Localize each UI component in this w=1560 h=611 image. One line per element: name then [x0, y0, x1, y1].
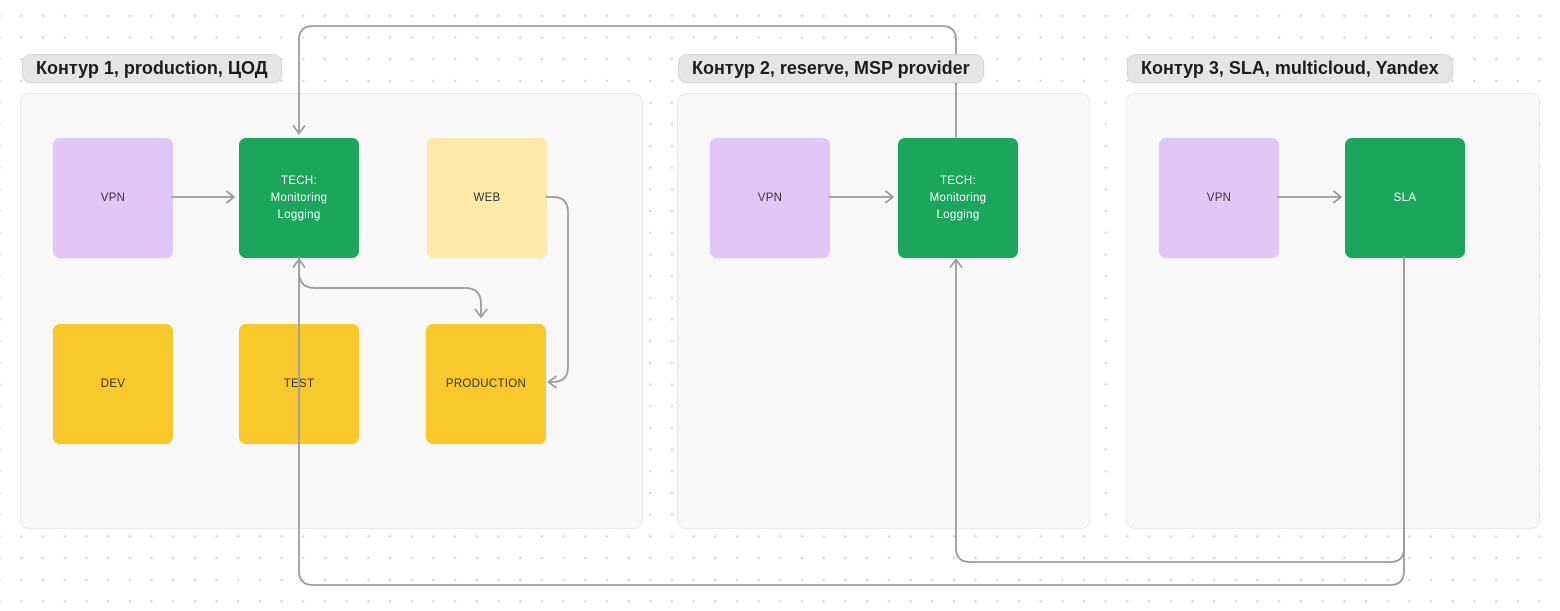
tech-line-1: TECH: — [940, 174, 976, 187]
node-vpn-contour1[interactable]: VPN — [53, 138, 173, 258]
tech-line-1: TECH: — [281, 174, 317, 187]
contour-1-label-pill[interactable]: Контур 1, production, ЦОД — [22, 54, 282, 83]
node-tech-monitoring-logging-contour2[interactable]: TECH: Monitoring Logging — [898, 138, 1018, 258]
node-vpn-contour2-label: VPN — [757, 192, 783, 204]
tech-line-3: Logging — [936, 208, 980, 221]
node-dev[interactable]: DEV — [53, 324, 173, 444]
node-sla[interactable]: SLA — [1345, 138, 1465, 258]
contour-2-label: Контур 2, reserve, MSP provider — [692, 58, 970, 78]
node-dev-label: DEV — [100, 378, 126, 390]
contour-1-panel[interactable]: VPN TECH: Monitoring Logging WEB DEV TES… — [20, 93, 643, 529]
node-vpn-contour3-label: VPN — [1206, 192, 1232, 204]
node-sla-label: SLA — [1393, 192, 1417, 204]
node-vpn-contour1-label: VPN — [100, 192, 126, 204]
tech-line-2: Monitoring — [270, 191, 328, 204]
node-production[interactable]: PRODUCTION — [426, 324, 546, 444]
tech-line-3: Logging — [277, 208, 321, 221]
node-test-label: TEST — [283, 378, 315, 390]
node-web[interactable]: WEB — [427, 138, 547, 258]
contour-3-label: Контур 3, SLA, multicloud, Yandex — [1141, 58, 1439, 78]
tech-line-2: Monitoring — [929, 191, 987, 204]
node-production-label: PRODUCTION — [445, 378, 527, 390]
contour-3-label-pill[interactable]: Контур 3, SLA, multicloud, Yandex — [1127, 54, 1453, 83]
contour-2-panel[interactable]: VPN TECH: Monitoring Logging — [677, 93, 1090, 529]
node-test[interactable]: TEST — [239, 324, 359, 444]
node-tech-monitoring-logging-contour1[interactable]: TECH: Monitoring Logging — [239, 138, 359, 258]
contour-2-label-pill[interactable]: Контур 2, reserve, MSP provider — [678, 54, 984, 83]
contour-1-label: Контур 1, production, ЦОД — [36, 58, 268, 78]
node-vpn-contour2[interactable]: VPN — [710, 138, 830, 258]
contour-3-panel[interactable]: VPN SLA — [1126, 93, 1540, 529]
node-vpn-contour3[interactable]: VPN — [1159, 138, 1279, 258]
node-web-label: WEB — [473, 192, 501, 204]
